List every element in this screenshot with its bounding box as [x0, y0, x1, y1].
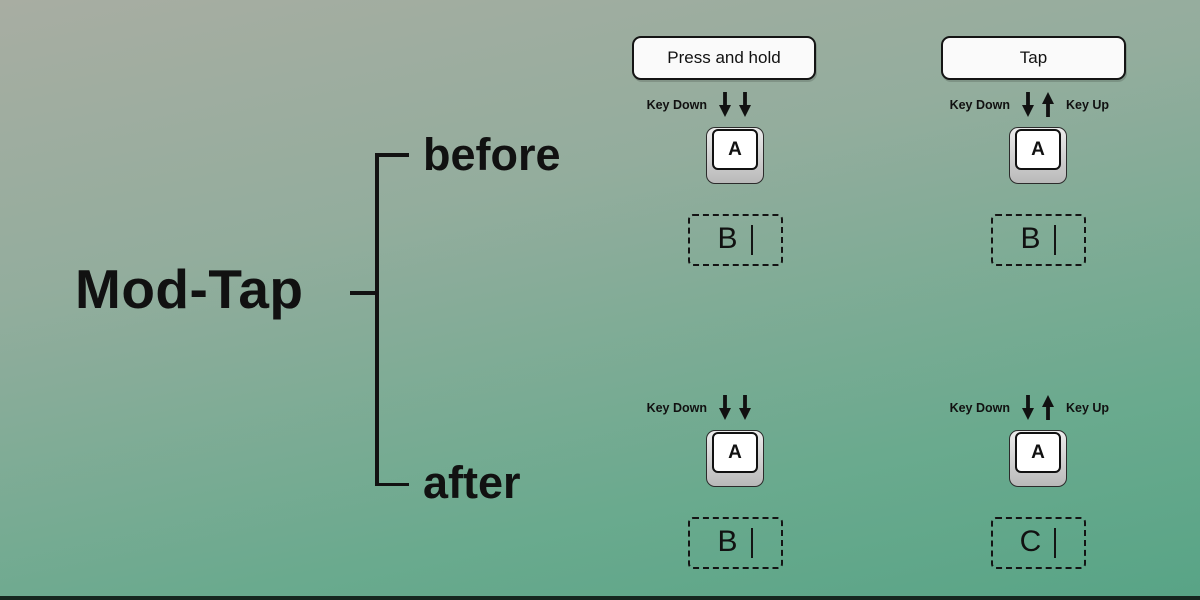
bracket-bottom-arm-line: [375, 482, 409, 486]
key-event-row: Key Down: [625, 90, 845, 120]
arrow-pair: [718, 91, 752, 118]
text-cursor: [750, 528, 753, 558]
text-cursor: [1054, 528, 1057, 558]
output-letter: B: [1020, 222, 1041, 255]
keycap-a: A: [706, 430, 764, 487]
diagram-group-before-tap: Key Down Key Up A B: [928, 90, 1148, 266]
row-label-after: after: [423, 457, 521, 508]
key-down-label: Key Down: [646, 98, 707, 112]
bottom-edge-strip: [0, 596, 1200, 600]
key-down-label: Key Down: [646, 401, 707, 415]
text-cursor: [750, 225, 753, 255]
column-header-press-and-hold: Press and hold: [632, 36, 816, 80]
keycap-a: A: [1009, 430, 1067, 487]
output-letter: C: [1019, 525, 1042, 558]
output-box: B: [687, 214, 783, 266]
keycap-legend: A: [1015, 432, 1061, 473]
key-event-row: Key Down: [625, 393, 845, 423]
key-up-arrow-icon: [1042, 395, 1054, 420]
key-event-row: Key Down Key Up: [928, 90, 1148, 120]
title-connector-line: [350, 291, 377, 295]
key-down-label: Key Down: [949, 401, 1010, 415]
keycap-a: A: [1009, 127, 1067, 184]
diagram-group-after-tap: Key Down Key Up A C: [928, 393, 1148, 569]
key-down-arrow-icon: [719, 395, 731, 420]
diagram-group-after-press-and-hold: Key Down A B: [625, 393, 845, 569]
keycap-legend: A: [1015, 129, 1061, 170]
key-down-arrow-icon: [719, 92, 731, 117]
arrow-pair: [718, 394, 752, 421]
output-box: C: [990, 517, 1086, 569]
text-cursor: [1053, 225, 1056, 255]
arrow-pair: [1021, 394, 1055, 421]
key-down-label: Key Down: [949, 98, 1010, 112]
key-up-arrow-icon: [1042, 92, 1054, 117]
keycap-a: A: [706, 127, 764, 184]
key-up-label: Key Up: [1066, 98, 1110, 112]
keycap-legend: A: [712, 129, 758, 170]
key-down-arrow-icon: [1022, 92, 1034, 117]
diagram-title: Mod-Tap: [75, 258, 304, 320]
row-label-before: before: [423, 129, 561, 180]
key-event-row: Key Down Key Up: [928, 393, 1148, 423]
output-box: B: [687, 517, 783, 569]
bracket-vertical-line: [375, 153, 379, 486]
output-box: B: [990, 214, 1086, 266]
key-down-arrow-icon: [1022, 395, 1034, 420]
key-up-label: Key Up: [1066, 401, 1110, 415]
key-down-arrow-icon: [739, 92, 751, 117]
key-down-arrow-icon: [739, 395, 751, 420]
bracket-top-arm-line: [375, 153, 409, 157]
diagram-group-before-press-and-hold: Key Down A B: [625, 90, 845, 266]
arrow-pair: [1021, 91, 1055, 118]
output-letter: B: [717, 525, 738, 558]
column-header-tap: Tap: [941, 36, 1126, 80]
output-letter: B: [717, 222, 738, 255]
keycap-legend: A: [712, 432, 758, 473]
